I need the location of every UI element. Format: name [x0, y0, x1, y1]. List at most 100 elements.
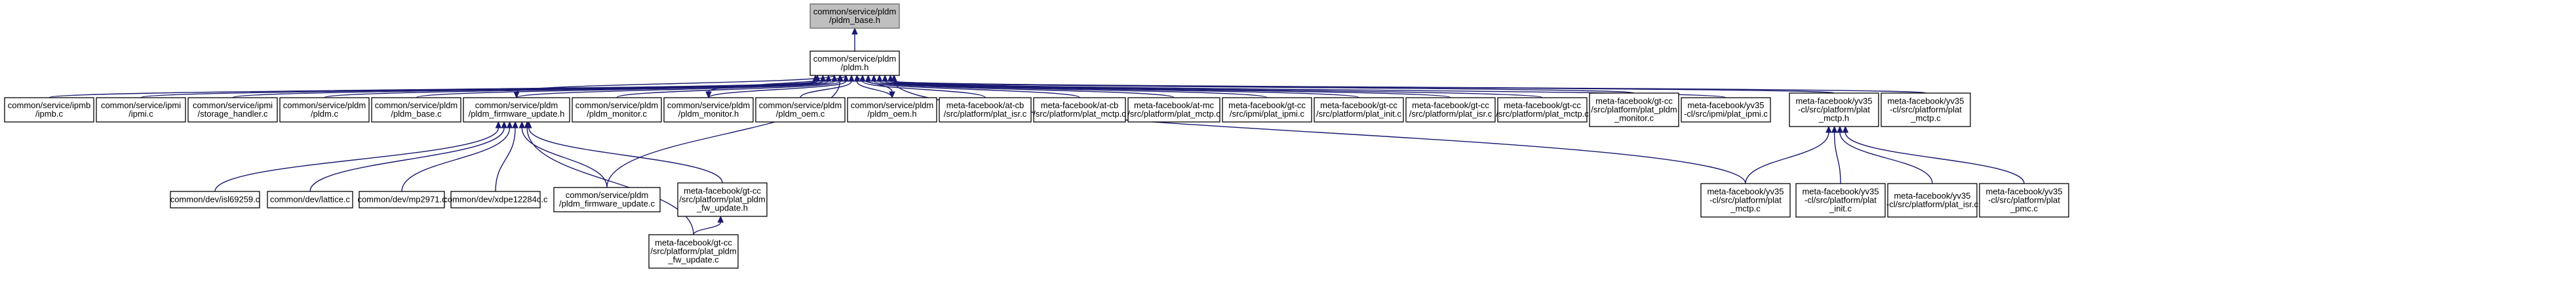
file-node[interactable]: meta-facebook/gt-cc/src/ipmi/plat_ipmi.c — [1222, 97, 1312, 123]
node-label: /src/platform/plat_isr.c — [944, 109, 1027, 119]
dependency-edge — [800, 74, 855, 98]
file-node[interactable]: common/service/pldm/pldm.h — [810, 50, 900, 76]
edge-line — [606, 81, 841, 188]
arrowhead — [501, 121, 507, 129]
file-node[interactable]: meta-facebook/yv35-cl/src/platform/plat_… — [1700, 183, 1791, 218]
node-box — [371, 97, 461, 123]
file-node[interactable]: meta-facebook/gt-cc/src/platform/plat_in… — [1314, 97, 1404, 123]
file-node[interactable]: meta-facebook/at-mc/src/platform/plat_mc… — [1127, 97, 1220, 123]
arrowhead — [1842, 125, 1849, 133]
node-box — [1314, 97, 1404, 123]
node-box — [847, 97, 937, 123]
node-box — [572, 97, 662, 123]
node-box — [648, 234, 739, 269]
node-label: common/service/pldm — [667, 100, 750, 110]
file-node[interactable]: common/service/pldm/pldm_monitor.h — [663, 97, 754, 123]
dependency-edge — [851, 27, 858, 51]
node-label: common/service/pldm — [283, 100, 366, 110]
file-node[interactable]: common/service/pldm/pldm_oem.h — [847, 97, 937, 123]
dependency-edge — [214, 121, 502, 192]
file-node[interactable]: common/service/pldm/pldm_firmware_update… — [553, 187, 661, 212]
node-label: common/dev/lattice.c — [270, 195, 351, 205]
node-box — [663, 97, 754, 123]
node-label: meta-facebook/at-cb — [946, 100, 1025, 110]
node-label: meta-facebook/gt-cc — [1320, 100, 1397, 110]
file-node[interactable]: meta-facebook/at-cb/src/platform/plat_mc… — [1033, 97, 1126, 123]
file-node[interactable]: meta-facebook/gt-cc/src/platform/plat_pl… — [648, 234, 739, 269]
edge-line — [324, 81, 824, 98]
dependency-edge — [693, 215, 724, 235]
node-box — [1127, 97, 1220, 123]
file-node[interactable]: common/service/pldm/pldm_monitor.c — [572, 97, 662, 123]
node-label: /src/platform/plat_isr.c — [1409, 109, 1493, 119]
node-label: common/service/pldm — [759, 100, 842, 110]
dependency-edge — [1842, 125, 2025, 184]
node-label: meta-facebook/yv35 — [1802, 187, 1879, 197]
arrowhead — [848, 74, 855, 82]
file-node[interactable]: meta-facebook/yv35-cl/src/platform/plat_… — [1979, 183, 2069, 218]
file-node[interactable]: meta-facebook/yv35-cl/src/ipmi/plat_ipmi… — [1681, 97, 1771, 123]
file-node[interactable]: common/service/pldm/pldm.c — [279, 97, 370, 123]
node-box — [1033, 97, 1126, 123]
dependency-edge — [513, 75, 835, 99]
file-node[interactable]: meta-facebook/gt-cc/src/platform/plat_pl… — [677, 182, 768, 217]
node-label: common/service/pldm — [566, 190, 648, 200]
arrowhead — [705, 91, 712, 99]
node-label: common/dev/mp2971.c — [357, 195, 446, 205]
file-node[interactable]: meta-facebook/at-cb/src/platform/plat_is… — [939, 97, 1032, 123]
node-box — [1589, 92, 1679, 127]
file-node[interactable]: common/dev/mp2971.c — [357, 191, 446, 208]
dependency-edge — [526, 121, 723, 184]
file-node[interactable]: common/service/pldm/pldm_oem.c — [755, 97, 846, 123]
node-label: /src/platform/plat_mctp.c — [1127, 109, 1220, 119]
node-label: /pldm_firmware_update.h — [469, 109, 565, 119]
node-label: meta-facebook/gt-cc — [1504, 100, 1581, 110]
node-box — [1497, 97, 1588, 123]
dependency-edge — [1831, 125, 1841, 184]
file-node[interactable]: meta-facebook/yv35-cl/src/platform/plat_… — [1886, 183, 1979, 218]
node-label: _pmc.c — [2010, 204, 2038, 214]
node-label: -cl/src/ipmi/plat_ipmi.c — [1684, 109, 1768, 119]
edge-line — [862, 81, 986, 98]
file-node[interactable]: common/service/pldm/pldm_base.c — [371, 97, 461, 123]
file-node[interactable]: meta-facebook/yv35-cl/src/platform/plat_… — [1881, 92, 1971, 127]
node-label: /src/platform/plat_init.c — [1316, 109, 1402, 119]
file-node[interactable]: meta-facebook/gt-cc/src/platform/plat_pl… — [1589, 92, 1679, 127]
edge-line — [1839, 132, 1933, 184]
node-box — [170, 191, 260, 208]
node-label: meta-facebook/gt-cc — [1412, 100, 1489, 110]
arrowhead — [889, 91, 895, 99]
file-node[interactable]: common/dev/lattice.c — [267, 191, 353, 208]
node-label: common/service/pldm — [813, 7, 896, 16]
edge-line — [416, 81, 829, 98]
arrowhead — [1825, 125, 1832, 133]
node-label: -cl/src/platform/plat — [1988, 195, 2060, 205]
edge-line — [893, 81, 1926, 94]
edge-line — [708, 75, 847, 92]
arrowhead — [891, 74, 897, 82]
node-label: meta-facebook/gt-cc — [684, 186, 761, 196]
node-label: -cl/src/platform/plat — [1709, 195, 1782, 205]
file-node[interactable]: common/service/ipmi/ipmi.c — [96, 97, 186, 123]
dependency-edge — [1745, 125, 1832, 184]
node-label: meta-facebook/yv35 — [1894, 191, 1970, 201]
file-node[interactable]: meta-facebook/yv35-cl/src/platform/plat_… — [1789, 92, 1879, 127]
arrowhead — [842, 74, 849, 82]
node-label: _monitor.c — [1614, 113, 1654, 123]
file-node[interactable]: meta-facebook/yv35-cl/src/platform/plat_… — [1795, 183, 1886, 218]
node-label: meta-facebook/yv35 — [1707, 187, 1784, 197]
edge-line — [708, 81, 847, 98]
file-node[interactable]: meta-facebook/gt-cc/src/platform/plat_is… — [1405, 97, 1496, 123]
node-label: -cl/src/platform/plat — [1798, 105, 1870, 115]
file-node[interactable]: common/dev/xdpe12284c.c — [444, 191, 548, 208]
edge-line — [856, 75, 893, 92]
file-node[interactable]: common/service/ipmb/ipmb.c — [4, 97, 94, 123]
file-node[interactable]: common/service/pldm/pldm_firmware_update… — [463, 97, 570, 123]
file-node[interactable]: common/service/ipmi/storage_handler.c — [187, 97, 278, 123]
node-box — [450, 191, 541, 208]
node-label: /pldm.h — [841, 62, 869, 72]
node-label: common/service/pldm — [576, 100, 658, 110]
file-node[interactable]: common/dev/isl69259.c — [170, 191, 260, 208]
file-node[interactable]: meta-facebook/gt-cc/src/platform/plat_mc… — [1496, 97, 1589, 123]
edge-line — [884, 81, 1359, 98]
